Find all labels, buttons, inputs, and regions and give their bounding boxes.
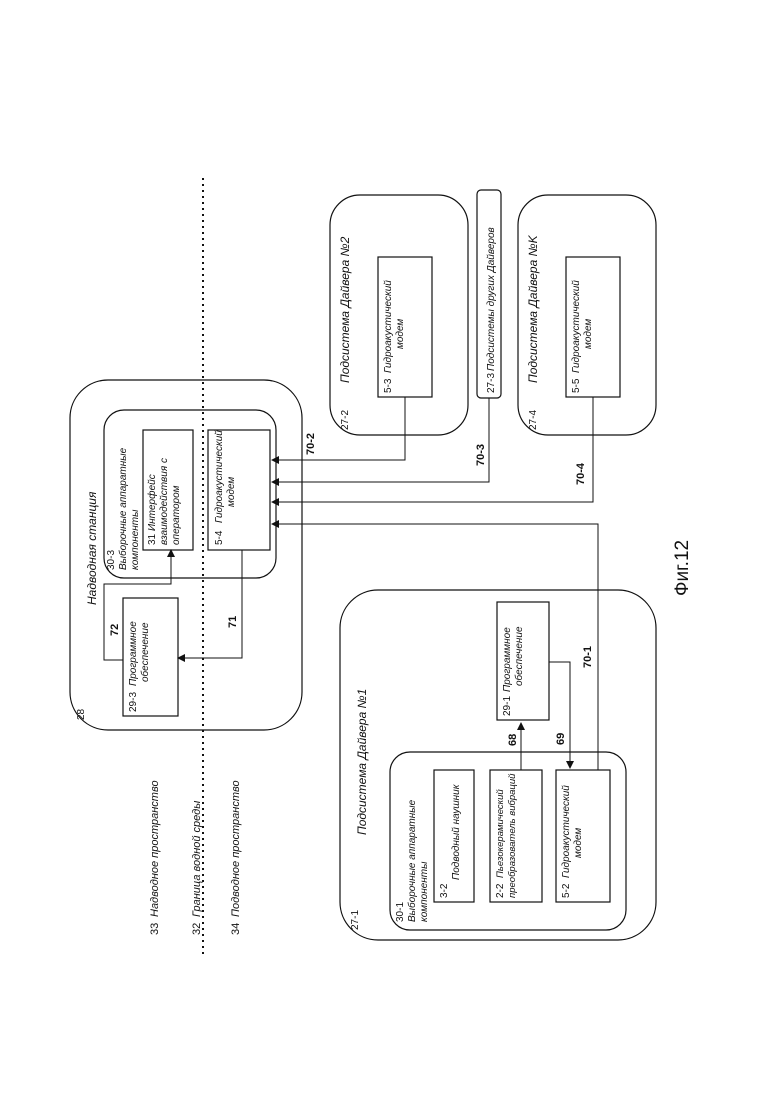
svg-text:5-5: 5-5 — [571, 378, 582, 393]
svg-text:Интерфейс: Интерфейс — [146, 474, 158, 531]
svg-text:27-2: 27-2 — [340, 410, 351, 430]
diver2-title: Подсистема Дайвера №2 — [338, 236, 352, 383]
svg-text:обеспечение: обеспечение — [513, 626, 525, 686]
svg-text:68: 68 — [507, 734, 519, 746]
link-69-label: 69 — [555, 733, 567, 745]
svg-text:30-3: 30-3 — [106, 550, 117, 570]
svg-text:преобразователь вибраций: преобразователь вибраций — [507, 773, 518, 898]
svg-text:Подсистема Дайвера №2: Подсистема Дайвера №2 — [338, 236, 352, 383]
svg-text:69: 69 — [555, 733, 567, 745]
svg-text:Выборочные аппаратные: Выборочные аппаратные — [117, 447, 129, 570]
svg-text:28: 28 — [76, 708, 87, 720]
legend-water-boundary: 32 Граница водной среды — [191, 801, 203, 935]
legend-surface-space: 33 Надводное пространство — [149, 780, 161, 935]
svg-text:Подводное пространство: Подводное пространство — [230, 780, 242, 917]
diver1-headphone-label: 3-2 Подводный наушник — [439, 783, 462, 898]
svg-text:модем: модем — [573, 828, 584, 858]
link-68-label: 68 — [507, 734, 519, 746]
svg-text:5-3: 5-3 — [383, 378, 394, 393]
surface-station-num: 28 — [76, 708, 87, 720]
surface-modem-label: 5-4 Гидроакустический модем — [214, 430, 237, 545]
svg-text:Подсистемы других Дайверов: Подсистемы других Дайверов — [486, 227, 497, 371]
svg-text:27-3: 27-3 — [486, 373, 497, 393]
legend-underwater-space: 34 Подводное пространство — [230, 780, 242, 935]
svg-text:5-4: 5-4 — [214, 530, 225, 545]
link-70-2-line — [272, 397, 405, 460]
svg-text:Подсистема Дайвера №1: Подсистема Дайвера №1 — [355, 689, 369, 835]
surface-station-title: Надводная станция — [85, 491, 99, 605]
svg-text:оператором: оператором — [171, 485, 182, 545]
diver2-num: 27-2 — [340, 410, 351, 430]
svg-text:Выборочные аппаратные: Выборочные аппаратные — [406, 799, 418, 922]
diverK-modem-label: 5-5 Гидроакустический модем — [571, 280, 594, 393]
svg-text:32: 32 — [191, 923, 203, 935]
diver1-software-label: 29-1 Программное обеспечение — [502, 626, 525, 716]
svg-text:Пьезокерамический: Пьезокерамический — [495, 789, 506, 878]
diverK-title: Подсистема Дайвера №K — [526, 234, 540, 383]
diver2-modem-label: 5-3 Гидроакустический модем — [383, 280, 406, 393]
diverK-num: 27-4 — [528, 410, 539, 430]
svg-text:Гидроакустический: Гидроакустический — [383, 280, 394, 373]
link-70-1-label: 70-1 — [582, 646, 594, 668]
other-divers-label: 27-3 Подсистемы других Дайверов — [486, 227, 497, 393]
svg-text:Гидроакустический: Гидроакустический — [214, 430, 225, 523]
svg-text:Надводное пространство: Надводное пространство — [149, 780, 161, 917]
svg-text:72: 72 — [109, 624, 121, 636]
svg-text:взаимодействия с: взаимодействия с — [159, 458, 170, 545]
svg-text:31: 31 — [147, 533, 158, 545]
link-70-2-label: 70-2 — [305, 433, 317, 455]
svg-text:Программное: Программное — [128, 621, 139, 686]
svg-text:34: 34 — [230, 923, 242, 935]
diver1-num: 27-1 — [350, 910, 361, 930]
svg-text:Надводная станция: Надводная станция — [85, 491, 99, 605]
svg-text:модем: модем — [583, 319, 594, 349]
svg-text:модем: модем — [395, 319, 406, 349]
svg-text:70-3: 70-3 — [475, 444, 487, 466]
svg-text:Программное: Программное — [502, 627, 513, 692]
link-70-4-line — [272, 397, 593, 502]
link-70-4-label: 70-4 — [575, 462, 587, 485]
svg-text:30-1: 30-1 — [395, 902, 406, 922]
svg-text:5-2: 5-2 — [561, 883, 572, 898]
diver1-modem-label: 5-2 Гидроакустический модем — [561, 785, 584, 898]
svg-text:Подсистема Дайвера №K: Подсистема Дайвера №K — [526, 234, 540, 383]
svg-text:27-1: 27-1 — [350, 910, 361, 930]
svg-text:Граница водной среды: Граница водной среды — [191, 801, 203, 917]
surface-hw-group-label: 30-3 Выборочные аппаратные компоненты — [106, 447, 141, 570]
svg-text:компоненты: компоненты — [130, 509, 141, 570]
svg-text:Подводный наушник: Подводный наушник — [451, 783, 462, 880]
svg-text:компоненты: компоненты — [419, 861, 430, 922]
svg-text:3-2: 3-2 — [439, 883, 450, 898]
link-72-label: 72 — [109, 624, 121, 636]
surface-station-box — [70, 380, 302, 730]
link-71-line — [178, 550, 242, 658]
svg-text:29-1: 29-1 — [502, 696, 513, 716]
link-71-label: 71 — [227, 616, 239, 628]
svg-text:27-4: 27-4 — [528, 410, 539, 430]
surface-software-label: 29-3 Программное обеспечение — [128, 621, 151, 712]
svg-text:обеспечение: обеспечение — [139, 622, 151, 682]
svg-text:33: 33 — [149, 923, 161, 935]
svg-text:70-1: 70-1 — [582, 646, 594, 668]
svg-text:29-3: 29-3 — [128, 692, 139, 712]
svg-text:70-4: 70-4 — [575, 462, 587, 485]
figure-caption: Фиг.12 — [672, 536, 692, 596]
diver1-hw-group-label: 30-1 Выборочные аппаратные компоненты — [395, 799, 430, 922]
diver1-piezo-label: 2-2 Пьезокерамический преобразователь ви… — [495, 773, 518, 898]
svg-text:Гидроакустический: Гидроакустический — [571, 280, 582, 373]
operator-interface-label: 31 Интерфейс взаимодействия с оператором — [146, 458, 182, 545]
svg-text:Гидроакустический: Гидроакустический — [561, 785, 572, 878]
svg-text:2-2: 2-2 — [495, 883, 506, 898]
diver1-title: Подсистема Дайвера №1 — [355, 689, 369, 835]
svg-text:71: 71 — [227, 616, 239, 628]
svg-text:модем: модем — [226, 477, 237, 507]
svg-text:70-2: 70-2 — [305, 433, 317, 455]
link-70-3-label: 70-3 — [475, 444, 487, 466]
